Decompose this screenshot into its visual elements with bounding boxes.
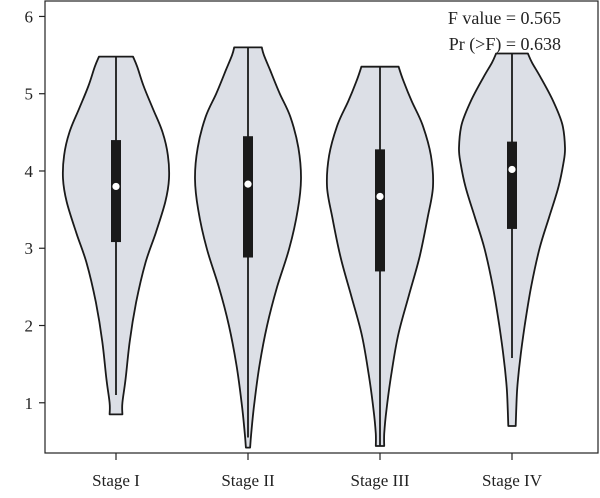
x-tick-label: Stage IV	[482, 471, 543, 490]
violin-box	[111, 140, 121, 243]
x-tick-label: Stage II	[221, 471, 275, 490]
violin-median	[244, 180, 252, 188]
violin-median	[508, 165, 516, 174]
y-tick-label: 6	[25, 7, 34, 26]
violin-box	[243, 136, 253, 258]
x-tick-label: Stage I	[92, 471, 140, 490]
y-tick-label: 4	[25, 162, 34, 181]
violin-box	[375, 149, 385, 272]
y-tick-label: 2	[25, 317, 34, 336]
y-tick-label: 5	[25, 85, 34, 104]
violins	[61, 46, 566, 449]
x-axis: Stage I Stage II Stage III Stage IV	[92, 453, 543, 490]
annotation-f-value: F value = 0.565	[448, 8, 561, 28]
violin-median	[112, 182, 120, 191]
x-tick-label: Stage III	[350, 471, 409, 490]
y-axis: 1 2 3 4 5 6	[25, 7, 45, 413]
y-tick-label: 3	[25, 239, 34, 258]
plot-frame	[44, 0, 599, 454]
violin-median	[376, 192, 384, 201]
y-tick-label: 1	[25, 394, 34, 413]
violin-box	[507, 141, 517, 229]
annotation-p-value: Pr (>F) = 0.638	[449, 34, 561, 55]
